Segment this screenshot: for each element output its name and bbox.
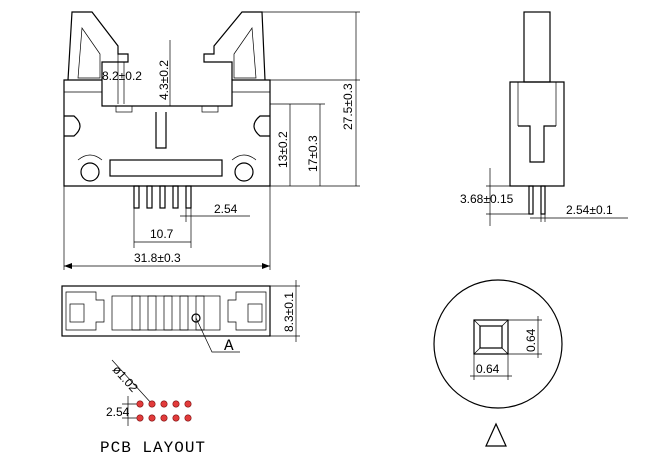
dim-total-width: 31.8±0.3: [134, 251, 181, 265]
dim-body-height: 13±0.2: [276, 131, 290, 168]
pcb-pads: [136, 400, 192, 422]
right-latch: [203, 11, 266, 81]
front-view: 8.2±0.2 4.3±0.2 13±0.2 17±0.3 27.5±0.3 2…: [63, 11, 360, 270]
bottom-view: A 8.3±0.1: [61, 280, 300, 355]
detail-view: 0.64 0.64 A: [433, 279, 563, 447]
dim-depth: 8.3±0.1: [282, 292, 296, 332]
dim-pcb-pitch: 2.54: [106, 405, 130, 419]
side-view: 3.68±0.15 2.54±0.1: [460, 11, 628, 226]
dim-shoulder-height: 17±0.3: [306, 135, 320, 172]
callout-a: A: [224, 337, 235, 355]
center-key: [155, 112, 167, 149]
pcb-layout-title: PCB LAYOUT: [100, 439, 206, 457]
dim-square-w: 0.64: [476, 362, 500, 376]
pins: [133, 185, 192, 209]
mount-hole-left: [80, 162, 100, 182]
dim-pitch: 2.54: [214, 202, 238, 216]
dim-latch-gap: 8.2±0.2: [102, 69, 142, 83]
pcb-layout: ø1.02 2.54 PCB LAYOUT: [100, 359, 206, 457]
dim-hole: ø1.02: [110, 363, 141, 395]
dim-pin-span: 10.7: [150, 227, 174, 241]
dim-square-h: 0.64: [524, 328, 538, 352]
mount-hole-right: [234, 162, 254, 182]
pin-slot: [109, 159, 223, 177]
dim-side-pitch: 2.54±0.1: [566, 203, 613, 217]
dim-side-pin-length: 3.68±0.15: [460, 192, 514, 206]
dim-pin-offset: 4.3±0.2: [157, 60, 171, 100]
bottom-pins: [131, 295, 205, 331]
dim-total-height: 27.5±0.3: [341, 83, 355, 130]
